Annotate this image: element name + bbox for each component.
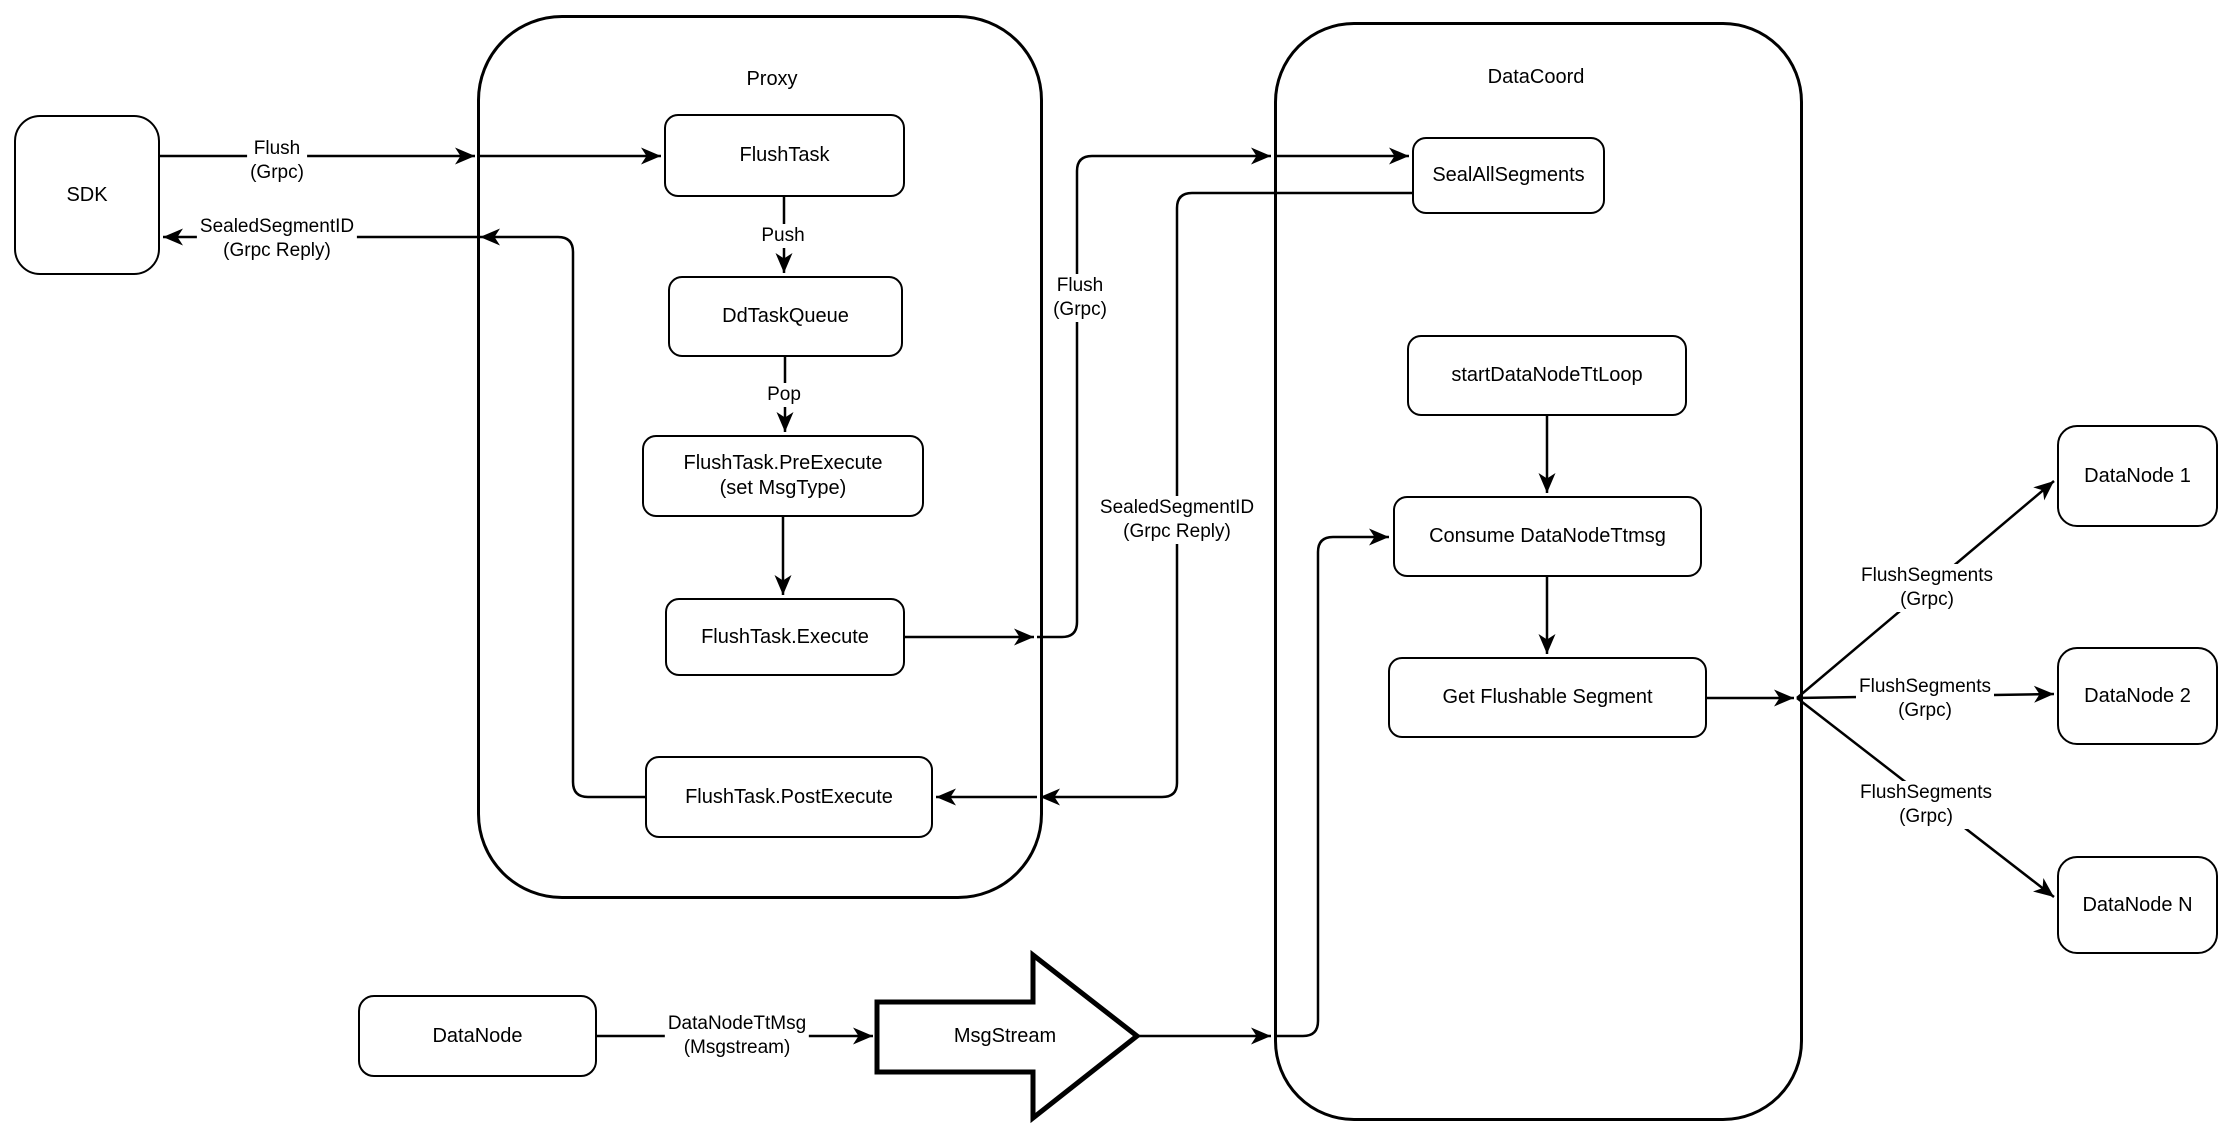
edge-label-push: Push [758, 224, 808, 248]
node-datanode-2: DataNode 2 [2057, 647, 2218, 745]
node-startdatanodettloop-label: startDataNodeTtLoop [1451, 364, 1643, 386]
node-preexecute-label-line1: FlushTask.PreExecute [683, 452, 883, 474]
node-sdk-label: SDK [66, 183, 108, 206]
node-datanode-n-label: DataNode N [2082, 893, 2193, 916]
node-preexecute-label-line2: (set MsgType) [719, 477, 847, 499]
edge-label-datanodettmsg: DataNodeTtMsg (Msgstream) [664, 1012, 810, 1060]
node-datanode-1: DataNode 1 [2057, 425, 2218, 527]
edge-datacoord-border-to-consume [1274, 528, 1389, 1038]
edge-label-flushsegments-3: FlushSegments (Grpc) [1856, 781, 1996, 829]
node-sealallsegments-label: SealAllSegments [1432, 164, 1585, 186]
datacoord-container-title: DataCoord [1487, 66, 1585, 88]
edge-label-flush-sdk: Flush (Grpc) [247, 137, 307, 185]
node-postexecute-label: FlushTask.PostExecute [685, 785, 893, 808]
edge-label-flush-proxy-datacoord: Flush (Grpc) [1050, 274, 1110, 322]
edge-proxy-to-datacoord-flush [1037, 147, 1271, 639]
edge-label-flushsegments-1: FlushSegments (Grpc) [1857, 564, 1997, 612]
edge-sealallsegments-to-proxy-border [1040, 191, 1412, 806]
edge-label-flushsegments-2: FlushSegments (Grpc) [1855, 675, 1995, 723]
msgstream-arrow-shape [874, 949, 1142, 1124]
datacoord-container [1274, 22, 1803, 1121]
node-consumedatanodettmsg: Consume DataNodeTtmsg [1393, 496, 1702, 577]
node-execute-label: FlushTask.Execute [701, 625, 869, 648]
msgstream-shape-label: MsgStream [953, 1025, 1057, 1047]
node-execute: FlushTask.Execute [665, 598, 905, 676]
node-sdk: SDK [14, 115, 160, 275]
node-postexecute: FlushTask.PostExecute [645, 756, 933, 838]
node-ddtaskqueue-label: DdTaskQueue [722, 305, 849, 327]
node-startdatanodettloop: startDataNodeTtLoop [1407, 335, 1687, 416]
edge-label-sealedsegmentid-datacoord: SealedSegmentID (Grpc Reply) [1096, 496, 1258, 544]
node-getflushablesegment-label: Get Flushable Segment [1442, 686, 1653, 708]
node-datanode-n: DataNode N [2057, 856, 2218, 954]
proxy-container-title: Proxy [746, 68, 798, 90]
node-flushtask: FlushTask [664, 114, 905, 197]
node-flushtask-label: FlushTask [739, 144, 830, 166]
node-sealallsegments: SealAllSegments [1412, 137, 1605, 214]
node-getflushablesegment: Get Flushable Segment [1388, 657, 1707, 738]
edge-label-sealedsegmentid-sdk: SealedSegmentID (Grpc Reply) [196, 215, 358, 263]
node-datanode-bottom-label: DataNode [432, 1024, 523, 1047]
node-preexecute: FlushTask.PreExecute (set MsgType) [642, 435, 924, 517]
proxy-container [477, 15, 1043, 899]
node-datanode-2-label: DataNode 2 [2084, 684, 2191, 707]
edge-label-pop: Pop [764, 383, 804, 407]
node-ddtaskqueue: DdTaskQueue [668, 276, 903, 357]
node-consumedatanodettmsg-label: Consume DataNodeTtmsg [1429, 525, 1666, 547]
edge-postexecute-to-proxy-border [480, 228, 645, 799]
node-datanode-bottom: DataNode [358, 995, 597, 1077]
node-datanode-1-label: DataNode 1 [2084, 464, 2191, 487]
